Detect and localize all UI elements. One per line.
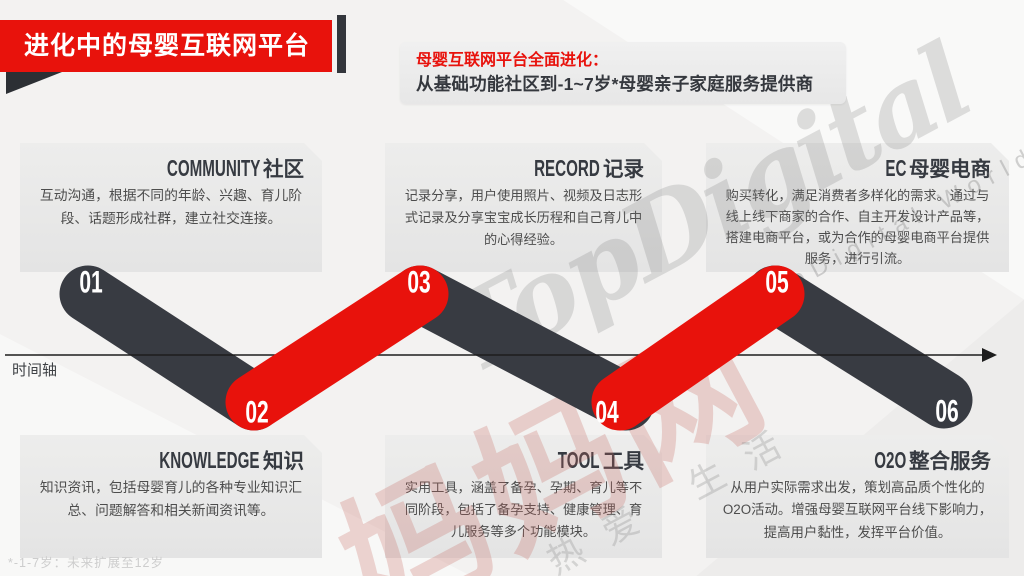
banner-accent-bar [337,15,346,73]
step-number-01: 01 [79,265,103,300]
card-o2o-title-en: O2O [873,447,906,474]
banner-fold-triangle [6,72,62,94]
time-axis-label: 时间轴 [12,362,58,379]
card-o2o-title-cn: 整合服务 [909,450,991,473]
card-knowledge-body: 知识资讯，包括母婴育儿的各种专业知识汇总、问题解答和相关新闻资讯等。 [39,480,303,518]
subtitle-card: 母婴互联网平台全面进化： 从基础功能社区到-1~7岁*母婴亲子家庭服务提供商 [400,42,846,104]
step-number-02: 02 [245,395,269,430]
wave-segment-dark-2 [391,265,655,431]
card-community-body: 互动沟通，根据不同的年龄、兴趣、育儿阶段、话题形成社群，建立社交连接。 [39,188,303,226]
card-tool-title-en: TOOL [558,447,600,474]
card-record-title-cn: 记录 [603,158,644,181]
step-number-04: 04 [595,395,619,430]
card-community-title-cn: 社区 [263,158,304,181]
card-community-title-en: COMMUNITY [166,155,260,182]
card-knowledge-title-cn: 知识 [263,450,304,473]
wave-segment-red-1 [225,265,449,431]
step-number-06: 06 [935,394,959,429]
step-number-05: 05 [765,265,789,300]
wave-segment-dark-3 [746,265,973,429]
step-number-03: 03 [407,265,431,300]
card-record-body: 记录分享，用户使用照片、视频及日志形式记录及分享宝宝成长历程和自己育儿中的心得经… [404,188,643,247]
card-tool-title-cn: 工具 [603,450,644,473]
card-record-title-en: RECORD [534,155,600,182]
card-o2o-body: 从用户实际需求出发，策划高品质个性化的O2O活动。增强母婴互联网平台线下影响力，… [722,480,993,540]
wave-segment-red-2 [591,265,805,431]
page-title-banner: 进化中的母婴互联网平台 [0,20,332,72]
card-ec-title-en: EC [884,155,906,182]
subtitle-text: 从基础功能社区到-1~7岁*母婴亲子家庭服务提供商 [416,74,814,94]
footnote: *-1-7岁：未来扩展至12岁 [8,556,164,570]
subtitle-heading: 母婴互联网平台全面进化： [416,52,609,69]
wave-segment-dark-1 [59,265,283,431]
card-ec-title-cn: 母婴电商 [909,158,991,181]
page-title: 进化中的母婴互联网平台 [24,32,311,60]
card-knowledge-title-en: KNOWLEDGE [159,447,260,474]
card-tool-body: 实用工具，涵盖了备孕、孕期、育儿等不同阶段，包括了备孕支持、健康管理、育儿服务等… [404,480,643,539]
card-ec-body: 购买转化，满足消费者多样化的需求。通过与线上线下商家的合作、自主开发设计产品等，… [725,188,990,267]
